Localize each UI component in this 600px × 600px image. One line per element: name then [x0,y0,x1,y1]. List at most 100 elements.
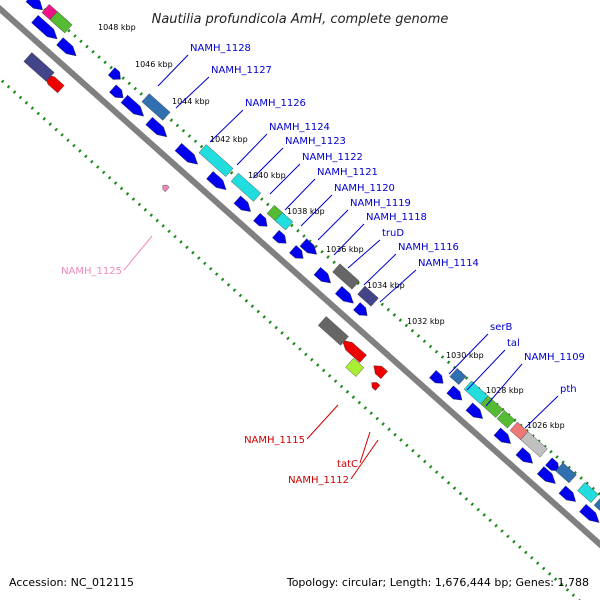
gene-label: NAMH_1119 [350,198,411,209]
cog-feature-7 [332,263,360,290]
forward-cds-row2-1 [107,67,121,80]
forward-cds-11 [313,267,331,284]
reverse-cds-2 [373,365,388,380]
topology-text: Topology: circular; Length: 1,676,444 bp… [286,576,589,589]
gene-label-leader-line [485,363,523,407]
gene-label: NAMH_1116 [398,242,459,253]
forward-cds-16 [465,402,483,419]
gene-label: NAMH_1124 [269,122,330,133]
cog-feature-9 [449,368,467,385]
backbone-track [0,4,600,549]
gene-label: NAMH_1123 [285,136,346,147]
forward-cds-5 [174,143,199,165]
gene-label-leader-line [306,404,339,440]
cog-feature-1 [49,11,73,34]
tick-label: 1032 kbp [407,317,445,326]
gene-label: NAMH_1127 [211,65,272,76]
reverse-cds-small [371,382,381,391]
tick-label: 1042 kbp [210,135,248,144]
gene-label-leader-line [333,223,365,256]
forward-cds-8 [253,213,268,227]
genome-backbone [0,4,600,549]
gene-label-leader-line [466,349,506,391]
gene-label: tatC [337,459,358,470]
forward-cds-19 [536,466,556,484]
cog-feature-2 [141,93,171,121]
cog-reverse-feature-1 [317,316,349,346]
gene-label-track: NAMH_1128NAMH_1127NAMH_1126NAMH_1124NAMH… [61,43,585,486]
tick-label: 1040 kbp [248,171,286,180]
cog-reverse-feature-2 [345,358,365,377]
gene-label-leader-line [363,253,397,286]
forward-cds-7 [233,195,251,212]
cog-feature-4 [230,172,262,202]
forward-cds-3 [120,94,145,117]
gene-label-leader-line [123,235,153,271]
cog-feature-12 [496,410,516,429]
forward-cds-6 [206,171,227,191]
forward-cds-row2-0 [25,0,43,11]
namh-1125-marker [162,184,170,192]
gene-label: serB [490,322,512,333]
gene-label: NAMH_1118 [366,212,427,223]
reverse-cds-1 [341,339,367,363]
tick-label: 1028 kbp [486,386,524,395]
forward-cds-9 [272,230,287,244]
gene-label-leader-line [252,147,284,179]
gene-label-leader-line [300,194,333,227]
forward-cds-1 [56,37,77,57]
gene-label: truD [382,228,404,239]
forward-cds-20 [558,485,576,502]
forward-cds-4 [145,116,168,138]
forward-cds-2 [109,84,124,99]
tick-label: 1034 kbp [367,281,405,290]
gc-skew-lower [0,76,581,600]
gene-label: NAMH_1120 [334,183,395,194]
tick-label: 1030 kbp [446,351,484,360]
forward-cds-10 [289,245,304,259]
cog-feature-16 [577,482,599,503]
forward-cds-row2-2 [299,238,317,255]
gene-label: NAMH_1121 [317,167,378,178]
forward-cds-14 [429,370,444,384]
cog-feature-8 [357,285,379,307]
tick-label: 1044 kbp [172,97,210,106]
forward-cds-13 [353,302,368,316]
gene-label: NAMH_1122 [302,152,363,163]
gene-label-leader-line [359,431,371,464]
tick-track: 1048 kbp 1046 kbp 1044 kbp 1042 kbp 1040 kbp… [98,23,565,430]
gene-label-leader-line [157,54,189,87]
gc-skew-upper [31,0,600,497]
gene-label-leader-line [209,109,244,143]
gene-label-leader-line [448,333,489,375]
gene-label-leader-line [269,163,301,195]
forward-cds-15 [446,385,463,401]
forward-cds-17 [493,427,511,444]
gene-label: NAMH_1109 [524,352,585,363]
forward-cds-12 [334,286,354,304]
tick-label: 1026 kbp [527,421,565,430]
gene-label-leader-line [524,395,559,429]
forward-cds-18 [515,447,533,464]
tick-label: 1048 kbp [98,23,136,32]
gene-label-leader-line [350,439,379,480]
forward-cds-row2-3 [545,457,560,472]
cog-feature-15 [555,462,577,484]
gene-track [23,0,600,523]
tick-label: 1036 kbp [326,245,364,254]
gene-label: NAMH_1128 [190,43,251,54]
gene-label: NAMH_1125 [61,266,122,277]
gene-label: NAMH_1115 [244,435,305,446]
map-title: Nautilia profundicola AmH, complete geno… [152,12,449,27]
cog-feature-14 [520,431,548,458]
cog-reverse-feature-0 [23,52,55,82]
tick-label: 1046 kbp [135,60,173,69]
gene-label-leader-line [317,209,349,241]
gene-label-leader-line [175,76,210,109]
gene-label-leader-line [236,133,268,166]
forward-cds-21 [579,503,600,523]
gene-label-leader-line [379,269,417,303]
gene-label: tal [507,338,520,349]
